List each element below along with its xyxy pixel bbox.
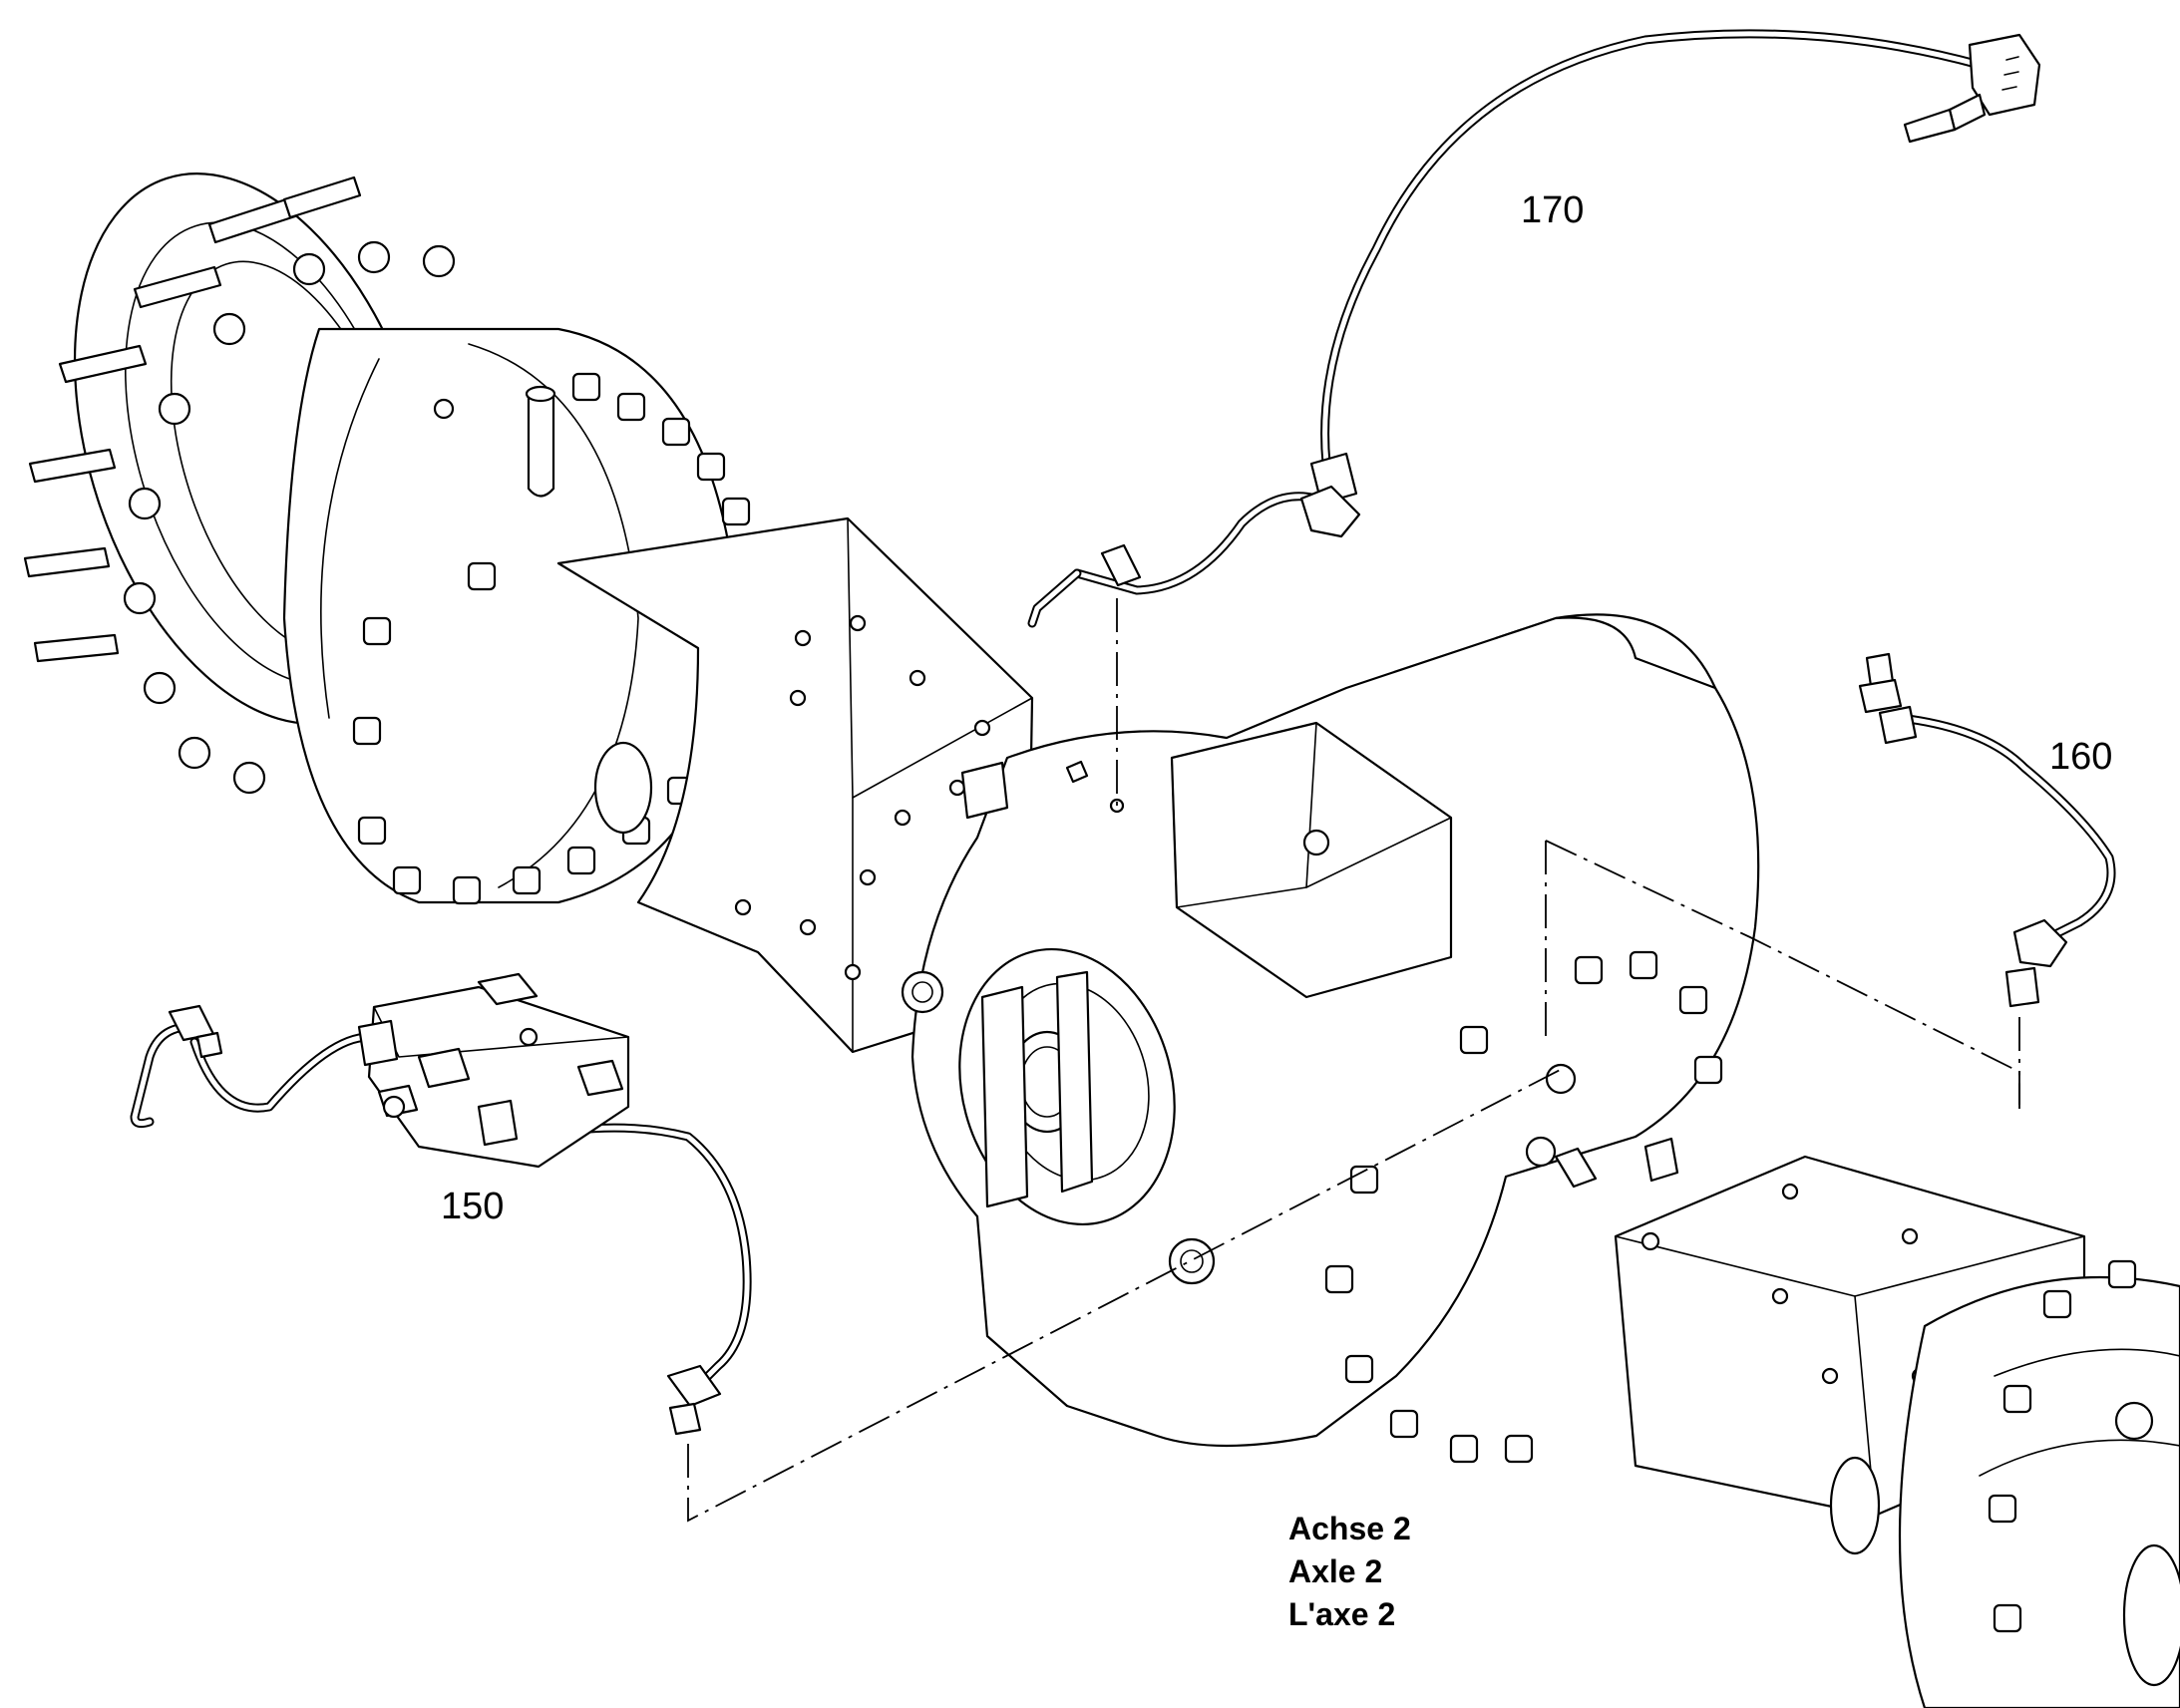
differential-bolts [1324, 950, 1723, 1464]
pipe-150-assembly [130, 972, 752, 1436]
right-planetary-housing [1898, 1259, 2180, 1708]
callout-150: 150 [441, 1186, 504, 1227]
pipe-160 [1858, 652, 2116, 1008]
axle-label-en: Axle 2 [1288, 1553, 1383, 1589]
left-axle-block [556, 516, 1034, 1054]
wheel-studs [23, 175, 362, 663]
callout-160: 160 [2049, 736, 2112, 778]
axle-label-fr: L'axe 2 [1288, 1596, 1396, 1632]
differential-housing [901, 613, 1760, 1464]
axle-label: Achse 2 Axle 2 L'axe 2 [1288, 1508, 1411, 1636]
callout-170: 170 [1521, 189, 1584, 231]
axle-label-de: Achse 2 [1288, 1511, 1411, 1546]
input-flange [958, 947, 1176, 1226]
assembly-lines [687, 598, 2020, 1523]
housing-sensors [960, 760, 1679, 1183]
pipe-170 [1027, 29, 2041, 628]
hub-bolts [123, 240, 456, 795]
